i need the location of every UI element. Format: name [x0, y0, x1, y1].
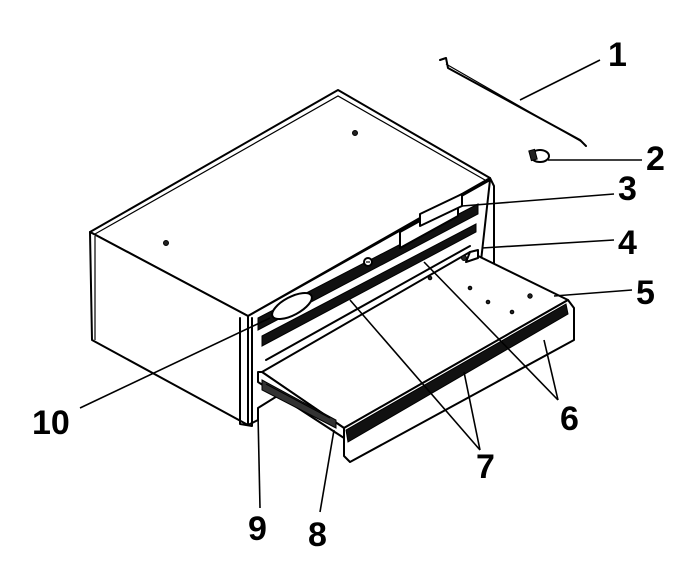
leader-6b: [543, 339, 559, 401]
oval-badge: [271, 291, 313, 321]
top-hole-icon: [352, 130, 358, 136]
callout-labels: 1 2 3 4 5 6 7 8 9 10: [32, 36, 665, 554]
callout-10: 10: [32, 404, 70, 442]
callout-8: 8: [308, 516, 327, 554]
callout-9: 9: [248, 510, 267, 548]
leader-5: [553, 289, 633, 297]
open-drawer: [257, 245, 575, 463]
callout-5: 5: [636, 274, 655, 312]
callout-7: 7: [476, 448, 495, 486]
leader-4: [481, 239, 615, 249]
leader-7b: [463, 371, 481, 451]
drawer-handle: [345, 303, 569, 443]
callout-3: 3: [618, 170, 637, 208]
leader-8: [319, 429, 335, 513]
leader-1: [519, 59, 601, 101]
leader-7a: [349, 299, 481, 451]
leader-3: [461, 193, 615, 207]
top-hole-icon: [163, 240, 169, 246]
callout-1: 1: [608, 36, 627, 74]
part-2-screw: [528, 148, 550, 163]
leader-9: [257, 413, 261, 509]
callout-4: 4: [618, 224, 637, 262]
leader-lines: [79, 59, 642, 513]
callout-2: 2: [646, 140, 665, 178]
drawer-trim: [257, 193, 479, 347]
leader-6a: [423, 261, 559, 401]
leader-10: [79, 317, 271, 409]
part-1-rod: [439, 57, 587, 147]
callout-6: 6: [560, 400, 579, 438]
